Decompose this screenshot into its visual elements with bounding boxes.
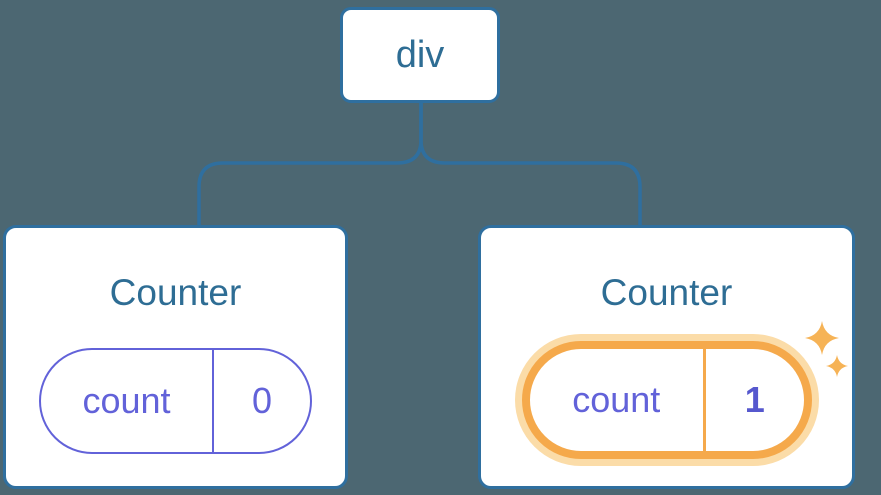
- sparkle-large-icon: [805, 321, 839, 355]
- counter-card-left-title: Counter: [109, 272, 242, 313]
- counter-card-left: Counter count 0: [3, 225, 348, 489]
- state-pill-left-key: count: [41, 350, 214, 452]
- counter-card-right: Counter count 1: [478, 225, 855, 489]
- state-pill-left-value: 0: [251, 380, 272, 421]
- state-pill-right-key: count: [530, 349, 707, 451]
- state-pill-right-value: 1: [744, 379, 765, 420]
- root-node-div: div: [340, 7, 500, 103]
- connector-left-branch: [197, 102, 423, 227]
- connector-right-branch: [419, 102, 642, 227]
- state-pill-left: count 0: [39, 348, 312, 454]
- root-node-label: div: [395, 33, 445, 76]
- sparkles-icon: [805, 321, 848, 377]
- state-pill-right-highlighted: count 1: [521, 341, 812, 459]
- sparkle-small-icon: [826, 355, 848, 377]
- counter-card-right-title: Counter: [600, 272, 733, 313]
